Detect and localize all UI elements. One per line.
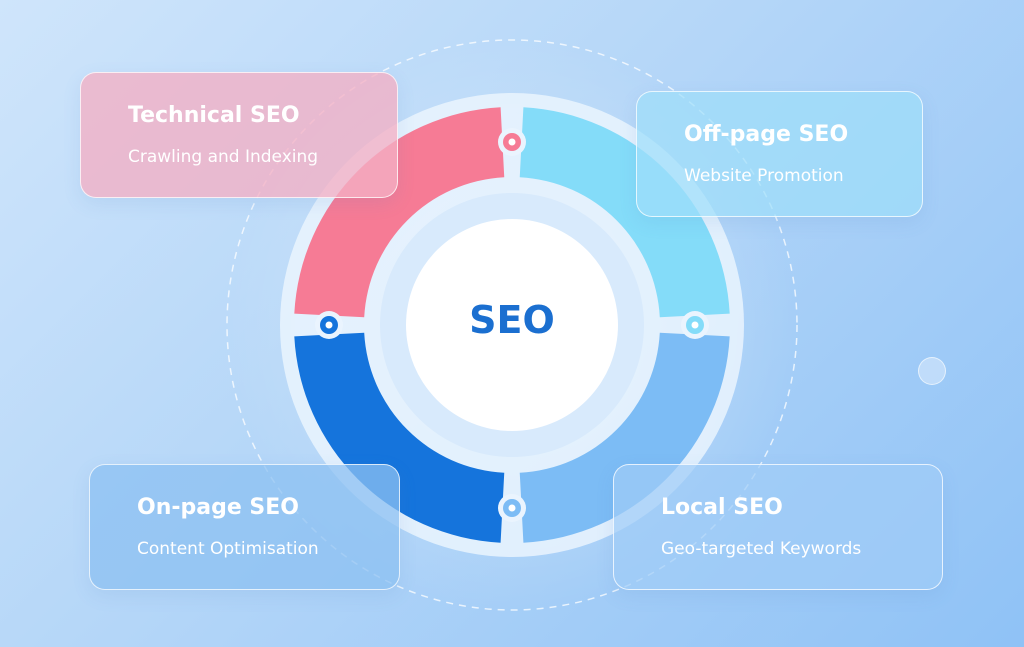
card-title: On-page SEO — [137, 495, 299, 520]
ring-segment-local — [519, 332, 730, 543]
segment-connectors — [315, 128, 709, 522]
card-subtitle: Crawling and Indexing — [128, 147, 319, 167]
connector-technical-offpage-icon — [498, 128, 526, 156]
center-disc — [406, 219, 618, 431]
decorative-bubble — [918, 357, 946, 385]
card-title: Local SEO — [661, 495, 783, 520]
ring-segment-onpage — [294, 332, 505, 543]
card-local-seo: Local SEO Geo-targeted Keywords — [613, 464, 943, 590]
connector-offpage-local-icon — [681, 311, 709, 339]
ring-segment-technical — [294, 107, 505, 318]
connector-local-onpage-icon — [498, 494, 526, 522]
dashed-orbit — [226, 39, 798, 611]
card-subtitle: Content Optimisation — [137, 539, 319, 559]
ring-segment-offpage — [519, 107, 730, 318]
card-subtitle: Geo-targeted Keywords — [661, 539, 862, 559]
card-onpage-seo: On-page SEO Content Optimisation — [89, 464, 400, 590]
card-title: Off-page SEO — [684, 122, 849, 147]
card-title: Technical SEO — [128, 103, 300, 128]
center-label: SEO — [469, 298, 555, 342]
card-technical-seo: Technical SEO Crawling and Indexing — [80, 72, 398, 198]
connector-onpage-technical-icon — [315, 311, 343, 339]
card-subtitle: Website Promotion — [684, 166, 844, 186]
card-offpage-seo: Off-page SEO Website Promotion — [636, 91, 923, 217]
ring-segments — [294, 107, 730, 543]
